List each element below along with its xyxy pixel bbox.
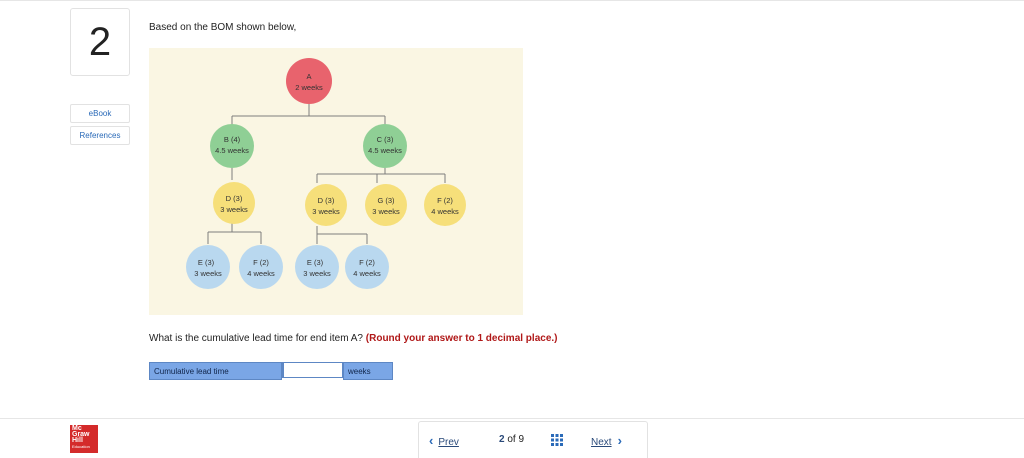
question-prompt: Based on the BOM shown below, [149, 22, 297, 33]
bom-node-e1: E (3) 3 weeks [186, 245, 230, 289]
bom-tree: A 2 weeks B (4) 4.5 weeks C (3) 4.5 week… [186, 58, 466, 289]
node-label: B (4) [224, 135, 241, 144]
question-pager: ‹ Prev 2 of 9 Next › [418, 421, 648, 458]
bom-connectors [207, 104, 446, 244]
node-label: C (3) [377, 135, 394, 144]
prev-label: Prev [438, 437, 459, 448]
page-counter: 2 of 9 [499, 434, 524, 445]
bom-node-f2: F (2) 4 weeks [239, 245, 283, 289]
current-page: 2 [499, 434, 505, 445]
bom-node-e2: E (3) 3 weeks [295, 245, 339, 289]
node-leadtime: 3 weeks [194, 269, 222, 278]
node-label: D (3) [318, 196, 335, 205]
ebook-link[interactable]: eBook [70, 104, 130, 123]
chevron-left-icon: ‹ [429, 433, 434, 448]
bom-node-f1: F (2) 4 weeks [424, 184, 466, 226]
bom-node-c: C (3) 4.5 weeks [363, 124, 407, 168]
grid-icon[interactable] [551, 434, 563, 446]
bom-node-b: B (4) 4.5 weeks [210, 124, 254, 168]
node-label: A [306, 72, 311, 81]
total-pages: 9 [518, 434, 525, 445]
cumulative-lead-time-input[interactable] [282, 362, 343, 378]
node-label: D (3) [226, 194, 243, 203]
chevron-right-icon: › [617, 433, 622, 448]
bom-node-d1: D (3) 3 weeks [213, 182, 255, 224]
question-body: What is the cumulative lead time for end… [149, 333, 363, 344]
prev-button[interactable]: ‹ Prev [429, 433, 459, 448]
bom-node-d2: D (3) 3 weeks [305, 184, 347, 226]
bom-diagram: A 2 weeks B (4) 4.5 weeks C (3) 4.5 week… [149, 48, 523, 315]
answer-label: Cumulative lead time [149, 362, 282, 380]
node-leadtime: 3 weeks [372, 207, 400, 216]
node-label: E (3) [198, 258, 215, 267]
node-label: E (3) [307, 258, 324, 267]
answer-row: Cumulative lead time weeks [149, 362, 393, 380]
next-label: Next [591, 437, 612, 448]
rounding-hint: (Round your answer to 1 decimal place.) [365, 333, 558, 344]
references-link[interactable]: References [70, 126, 130, 145]
bottom-divider [0, 418, 1024, 419]
answer-unit: weeks [343, 362, 393, 380]
node-leadtime: 4 weeks [353, 269, 381, 278]
question-text: What is the cumulative lead time for end… [149, 333, 558, 344]
node-leadtime: 2 weeks [295, 83, 323, 92]
top-divider [0, 0, 1024, 1]
node-leadtime: 3 weeks [303, 269, 331, 278]
node-leadtime: 4 weeks [247, 269, 275, 278]
node-leadtime: 4 weeks [431, 207, 459, 216]
node-leadtime: 4.5 weeks [368, 146, 402, 155]
mcgraw-hill-logo: Mc Graw Hill Education [70, 425, 98, 453]
bom-node-a: A 2 weeks [286, 58, 332, 104]
node-leadtime: 3 weeks [220, 205, 248, 214]
node-leadtime: 3 weeks [312, 207, 340, 216]
node-label: G (3) [377, 196, 395, 205]
next-button[interactable]: Next › [591, 433, 622, 448]
bom-node-f3: F (2) 4 weeks [345, 245, 389, 289]
node-label: F (2) [437, 196, 453, 205]
question-number: 2 [70, 8, 130, 76]
page-of: of [507, 434, 516, 445]
node-label: F (2) [359, 258, 375, 267]
node-leadtime: 4.5 weeks [215, 146, 249, 155]
bom-node-g: G (3) 3 weeks [365, 184, 407, 226]
node-label: F (2) [253, 258, 269, 267]
